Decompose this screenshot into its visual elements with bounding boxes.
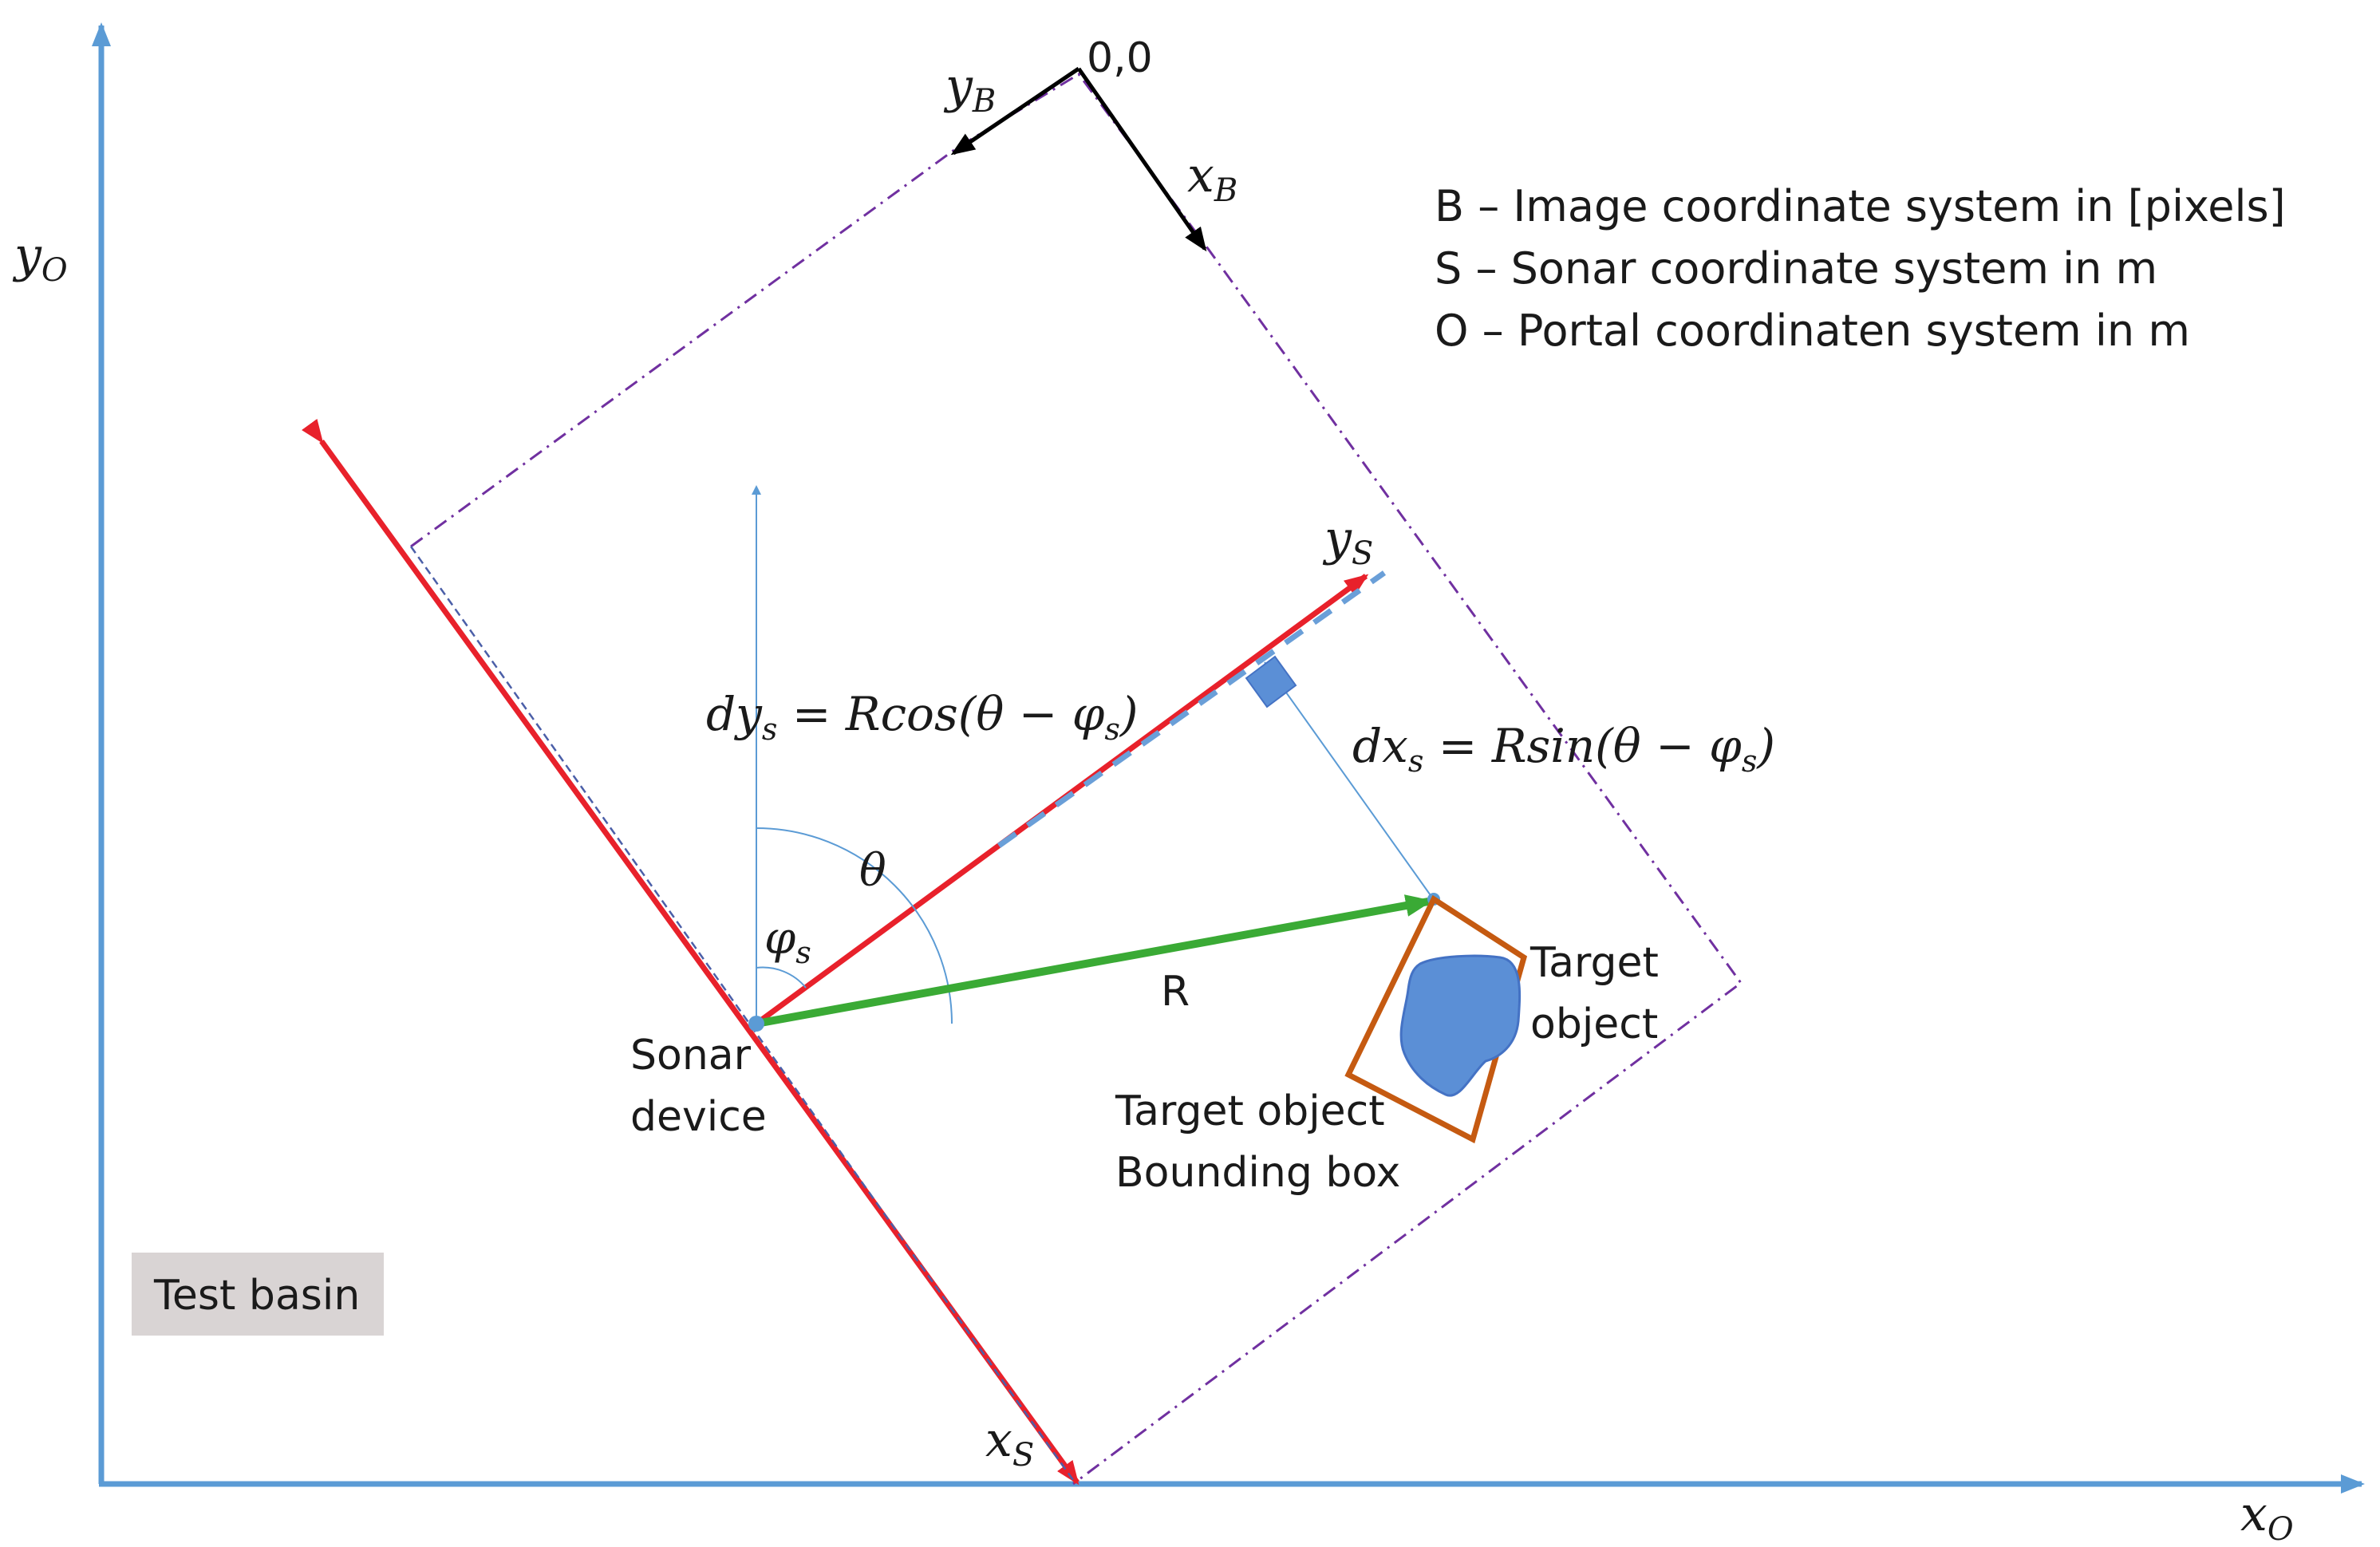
dy-equation: dys = Rcos(θ − φs) [706, 687, 1139, 747]
y-b-arrow [950, 66, 1080, 156]
phi-s-label: φs [764, 913, 811, 970]
theta-arc [756, 827, 953, 1024]
sonar-device-label-1: Sonar [630, 1032, 752, 1079]
x-s-axis [302, 418, 1079, 1486]
target-object-label-1: Target [1529, 939, 1659, 987]
x-s-label: xS [985, 1412, 1034, 1474]
x-b-arrow [1076, 67, 1207, 252]
test-basin-label: Test basin [153, 1272, 360, 1320]
target-object-shape [1399, 954, 1522, 1097]
y-b-label: yB [943, 58, 996, 120]
sonar-device-label-2: device [630, 1093, 767, 1141]
theta-label: θ [859, 845, 886, 897]
dx-equation: dxs = Rsin(θ − φs) [1352, 719, 1775, 779]
target-object-label-2: object [1530, 1000, 1658, 1048]
sonar-device-dot [748, 1016, 764, 1032]
legend-line-b: B – Image coordinate system in [pixels] [1435, 181, 2286, 231]
x-o-label: xO [2240, 1486, 2294, 1547]
phi-arc [756, 966, 807, 989]
bbox-label-2: Bounding box [1115, 1149, 1400, 1197]
perpendicular-line [1264, 661, 1433, 898]
legend-line-o: O – Portal coordinaten system in m [1435, 306, 2190, 356]
y-o-label: yO [12, 227, 68, 289]
y-s-axis-dashes [997, 570, 1387, 848]
r-label: R [1161, 968, 1190, 1016]
x-b-label: xB [1187, 148, 1237, 209]
bounding-box [1344, 894, 1528, 1144]
test-basin-box [132, 1253, 384, 1336]
y-s-label: yS [1322, 511, 1373, 572]
legend-line-s: S – Sonar coordinate system in m [1435, 243, 2157, 294]
origin-label: 0,0 [1087, 34, 1153, 82]
r-vector [756, 894, 1433, 1028]
right-angle-marker [1245, 655, 1297, 708]
bbox-label-1: Target object [1115, 1087, 1385, 1135]
